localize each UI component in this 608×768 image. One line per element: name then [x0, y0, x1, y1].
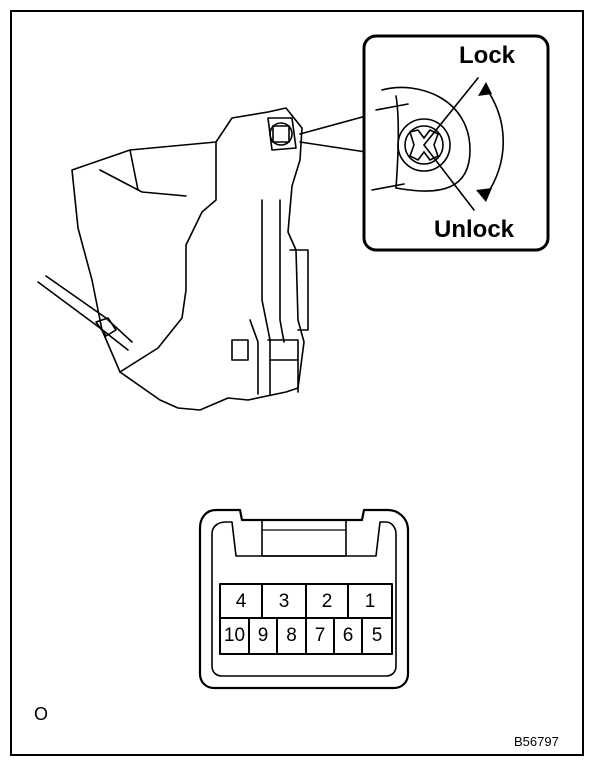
callout-line-upper: [299, 115, 367, 135]
inset-box: [362, 34, 550, 252]
figure-code: B56797: [514, 734, 559, 749]
corner-mark: O: [34, 704, 49, 724]
callout-line-lower: [299, 141, 367, 153]
lock-cable: [37, 281, 129, 351]
pin-8: 8: [286, 625, 297, 646]
lock-label: Lock: [459, 42, 516, 69]
pin-10: 10: [223, 625, 246, 646]
rotation-arc: [485, 87, 505, 197]
pin-2: 2: [321, 591, 333, 612]
lock-connector-housing: [289, 249, 309, 331]
pin-3: 3: [278, 591, 290, 612]
pin-6: 6: [342, 625, 354, 646]
pin-5: 5: [371, 625, 383, 646]
arrow-head-unlock: [476, 188, 492, 202]
connector-latch: [261, 519, 347, 557]
door-lock-body: [119, 107, 305, 411]
lock-knob-detail: [397, 118, 451, 172]
connector-pin-grid: [219, 583, 393, 655]
lock-knob-small: [269, 122, 293, 146]
pin-4: 4: [235, 591, 247, 612]
pin-9: 9: [257, 625, 269, 646]
unlock-direction-line: [423, 144, 475, 211]
connector-outer-shell: [198, 508, 410, 690]
lock-direction-line: [423, 77, 479, 146]
connector-inner-shell: [211, 521, 397, 677]
pin-1: 1: [364, 591, 376, 612]
lock-lever: [71, 141, 217, 373]
unlock-label: Unlock: [434, 216, 515, 243]
pin-7: 7: [314, 625, 326, 646]
arrow-head-lock: [478, 82, 492, 96]
